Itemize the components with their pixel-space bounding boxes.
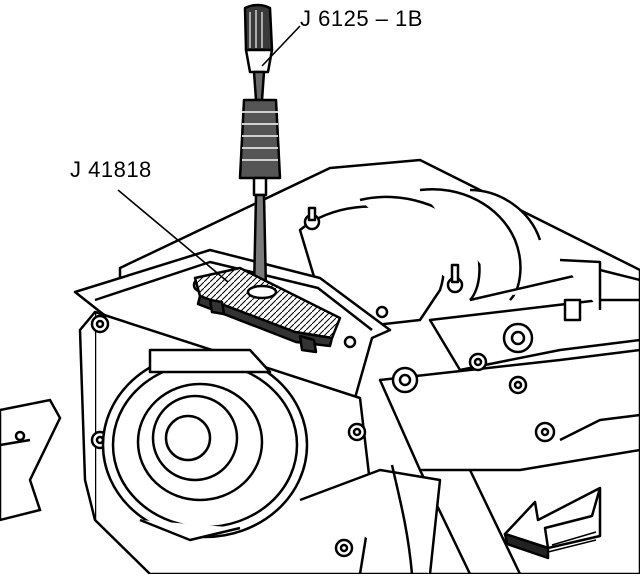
callout-slide-hammer: J 6125 – 1B — [300, 6, 423, 31]
callout-remover-plate: J 41818 — [70, 157, 152, 182]
remover-plate-tool — [193, 266, 342, 354]
leader-line-remover-plate — [117, 189, 229, 283]
front-arrow-icon — [503, 486, 602, 560]
slide-hammer-tool — [238, 3, 282, 292]
leader-line-slide-hammer — [261, 25, 301, 67]
leader-lines — [117, 25, 301, 283]
left-bracket — [0, 398, 62, 522]
